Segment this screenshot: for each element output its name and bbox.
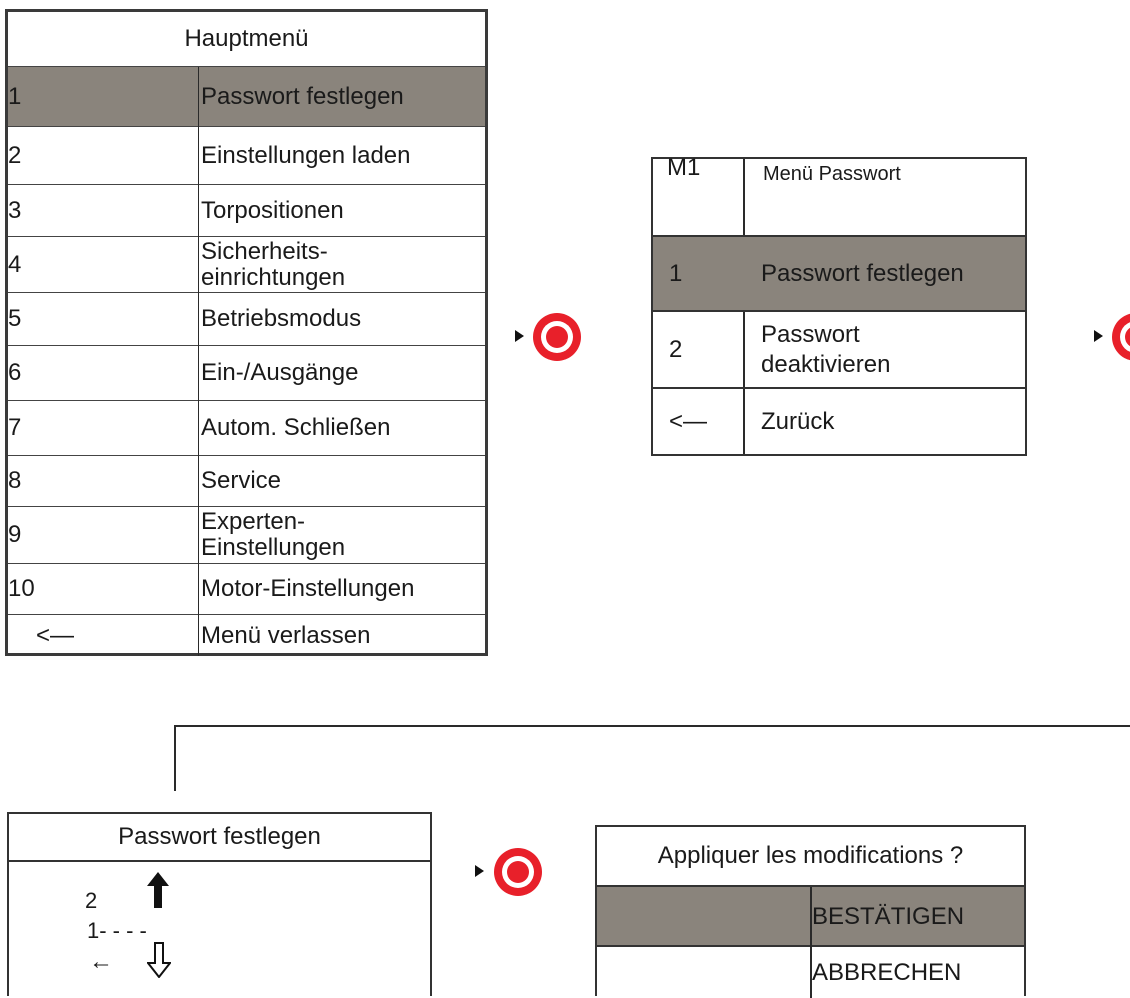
main-menu-item[interactable]: 5 Betriebsmodus — [8, 293, 485, 346]
main-menu-item-label: Passwort festlegen — [201, 82, 404, 110]
main-menu-item-label: Service — [201, 467, 282, 494]
pointer-triangle-icon — [515, 330, 524, 342]
main-menu-item-label: Experten- Einstellungen — [201, 508, 346, 561]
password-menu-item-number: 1 — [669, 259, 683, 287]
ok-button-icon[interactable] — [1112, 313, 1130, 361]
apply-dialog-title-cell: Appliquer les modifications ? — [597, 827, 1024, 887]
main-menu-item[interactable]: 3 Torpositionen — [8, 185, 485, 237]
main-menu-item[interactable]: 7 Autom. Schließen — [8, 401, 485, 456]
main-menu-title-cell: Hauptmenü — [8, 12, 485, 67]
main-menu-item[interactable]: 1 Passwort festlegen — [8, 67, 485, 127]
password-menu-item-label: Passwort festlegen — [761, 259, 964, 287]
apply-dialog-column-divider — [810, 887, 812, 998]
main-menu-item-label: Motor-Einstellungen — [201, 575, 415, 602]
main-menu-item-label: Einstellungen laden — [201, 141, 411, 169]
up-arrow-icon[interactable] — [147, 872, 169, 908]
back-arrow[interactable]: ← — [89, 948, 113, 975]
main-menu-item-number: 3 — [8, 196, 22, 224]
main-menu-item-number: 6 — [8, 359, 22, 386]
password-menu-item[interactable]: 2 Passwort deaktivieren — [653, 310, 1025, 387]
apply-dialog-title: Appliquer les modifications ? — [657, 842, 964, 869]
password-menu-item-number: <— — [669, 407, 708, 435]
main-menu-item-label: Sicherheits- einrichtungen — [201, 237, 346, 291]
main-menu-item-number: 7 — [8, 414, 22, 441]
main-menu-column-divider — [198, 67, 199, 656]
main-menu-item-number: 5 — [8, 305, 22, 332]
password-menu-code: M1 — [667, 154, 701, 181]
password-menu-item-label: Zurück — [761, 407, 835, 435]
set-password-title: Passwort festlegen — [118, 823, 321, 850]
main-menu-item[interactable]: 6 Ein-/Ausgänge — [8, 346, 485, 401]
main-menu-item-label: Ein-/Ausgänge — [201, 359, 359, 386]
password-menu: M1 Menü Passwort 1 Passwort festlegen 2 Pas… — [651, 154, 1027, 456]
password-digit[interactable]: 2 — [85, 888, 98, 913]
main-menu-item-number: 2 — [8, 141, 22, 169]
main-menu-item-number: 8 — [8, 467, 22, 494]
main-menu-title: Hauptmenü — [184, 25, 309, 52]
connector-line-vertical — [174, 725, 176, 791]
password-menu-item[interactable]: 1 Passwort festlegen — [653, 235, 1025, 310]
main-menu-item-number: 10 — [8, 575, 35, 602]
ok-button-icon[interactable] — [494, 848, 542, 896]
confirm-label[interactable]: BESTÄTIGEN — [812, 903, 965, 930]
main-menu-item-label: Torpositionen — [201, 196, 344, 224]
confirm-label-cell[interactable]: BESTÄTIGEN — [810, 887, 1024, 947]
main-menu-item[interactable]: <— Menü verlassen — [8, 615, 485, 656]
set-password-screen: Passwort festlegen 2 1- - - - ← — [7, 812, 432, 996]
cancel-row[interactable]: ABBRECHEN — [810, 947, 1024, 998]
apply-dialog: Appliquer les modifications ? BESTÄTIGEN… — [595, 825, 1026, 998]
password-menu-title: Menü Passwort — [763, 163, 901, 185]
down-arrow-icon[interactable] — [147, 942, 171, 978]
pointer-triangle-icon — [1094, 330, 1103, 342]
ok-button-icon[interactable] — [533, 313, 581, 361]
password-menu-title-cell: Menü Passwort — [745, 159, 1025, 235]
main-menu-item-label: Autom. Schließen — [201, 414, 391, 441]
main-menu-item-label: Menü verlassen — [201, 621, 371, 649]
password-menu-item-number: 2 — [669, 335, 683, 363]
cancel-label[interactable]: ABBRECHEN — [812, 958, 962, 986]
main-menu: Hauptmenü 1 Passwort festlegen 2 Einstellun… — [5, 9, 488, 656]
main-menu-item-number: 9 — [8, 521, 22, 548]
password-pattern: 1- - - - — [87, 918, 147, 943]
main-menu-item-number: <— — [36, 621, 75, 649]
main-menu-item[interactable]: 8 Service — [8, 456, 485, 507]
connector-line-horizontal — [174, 725, 1130, 727]
pointer-triangle-icon — [475, 865, 484, 877]
main-menu-item-number: 1 — [8, 82, 22, 110]
main-menu-item[interactable]: 10 Motor-Einstellungen — [8, 564, 485, 615]
main-menu-item[interactable]: 2 Einstellungen laden — [8, 127, 485, 185]
main-menu-item[interactable]: 9 Experten- Einstellungen — [8, 507, 485, 564]
password-menu-code-cell: M1 — [653, 154, 743, 235]
password-menu-item[interactable]: <— Zurück — [653, 387, 1025, 454]
main-menu-item[interactable]: 4 Sicherheits- einrichtungen — [8, 237, 485, 293]
set-password-title-cell: Passwort festlegen — [9, 814, 430, 862]
main-menu-item-number: 4 — [8, 250, 22, 278]
main-menu-item-label: Betriebsmodus — [201, 305, 362, 332]
password-menu-item-label: Passwort deaktivieren — [761, 320, 891, 378]
